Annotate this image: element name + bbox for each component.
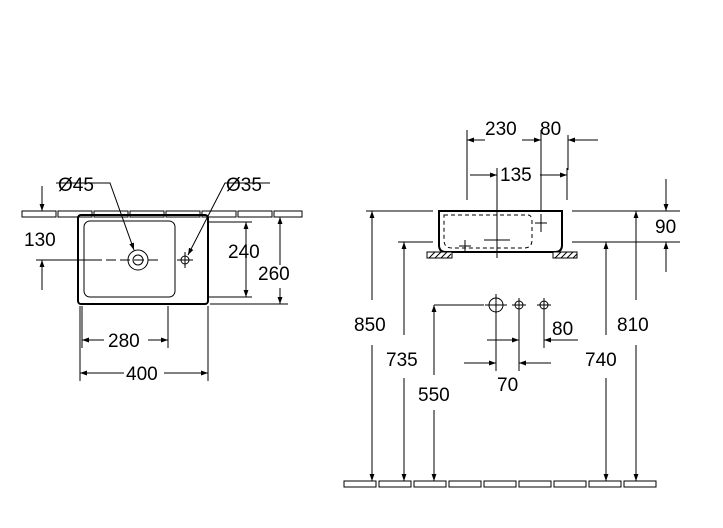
tap-diameter-leader: [187, 182, 270, 256]
svg-text:810: 810: [617, 315, 649, 336]
dim-810: 810: [578, 210, 649, 481]
top-view: Ø45 Ø35 130 240 260: [21, 175, 303, 385]
dim-230: 230: [466, 119, 542, 211]
dim-80-side: 80: [487, 319, 578, 343]
basin-tap-marker: [535, 214, 547, 232]
connection-symbols: [434, 294, 551, 371]
drain-diameter-leader: [56, 182, 135, 251]
svg-text:850: 850: [354, 315, 386, 336]
dim-280: 280: [81, 306, 169, 352]
drain-diameter-label: Ø45: [58, 175, 94, 196]
basin-inner-profile: [443, 214, 533, 249]
tap-hole-symbol: [177, 252, 193, 268]
svg-text:735: 735: [386, 350, 418, 371]
tap-diameter-label: Ø35: [226, 175, 262, 196]
svg-text:135: 135: [500, 165, 532, 186]
dim-80-top: 80: [540, 119, 598, 170]
floor-tiles: [343, 480, 657, 488]
dim-240: 240: [208, 221, 260, 298]
svg-text:550: 550: [418, 385, 450, 406]
svg-text:740: 740: [585, 350, 617, 371]
svg-text:280: 280: [108, 331, 140, 352]
svg-text:90: 90: [655, 217, 676, 238]
basin-inner-bowl: [83, 220, 176, 298]
drain-symbol: [92, 249, 160, 271]
svg-text:130: 130: [24, 230, 56, 251]
right-bracket: [552, 251, 578, 259]
svg-text:240: 240: [228, 242, 260, 263]
left-bracket: [426, 251, 453, 259]
dim-740: 740: [578, 241, 617, 481]
basin-front-outline: [438, 210, 563, 253]
svg-text:230: 230: [485, 119, 517, 140]
dim-90: 90: [572, 179, 680, 272]
dim-135: 135: [470, 165, 568, 258]
svg-text:70: 70: [497, 375, 518, 396]
front-view: 230 80 135 90 850: [343, 119, 680, 488]
dim-130: 130: [24, 186, 92, 290]
dim-70: 70: [464, 360, 551, 396]
svg-text:80: 80: [540, 119, 561, 140]
svg-text:80: 80: [552, 319, 573, 340]
dim-735: 735: [386, 241, 433, 481]
dim-400: 400: [79, 306, 209, 385]
svg-text:260: 260: [258, 264, 290, 285]
dim-850: 850: [354, 210, 433, 481]
basin-drain-marker: [459, 240, 471, 252]
dim-260: 260: [210, 217, 290, 305]
dim-550: 550: [418, 305, 450, 481]
svg-text:400: 400: [126, 364, 158, 385]
